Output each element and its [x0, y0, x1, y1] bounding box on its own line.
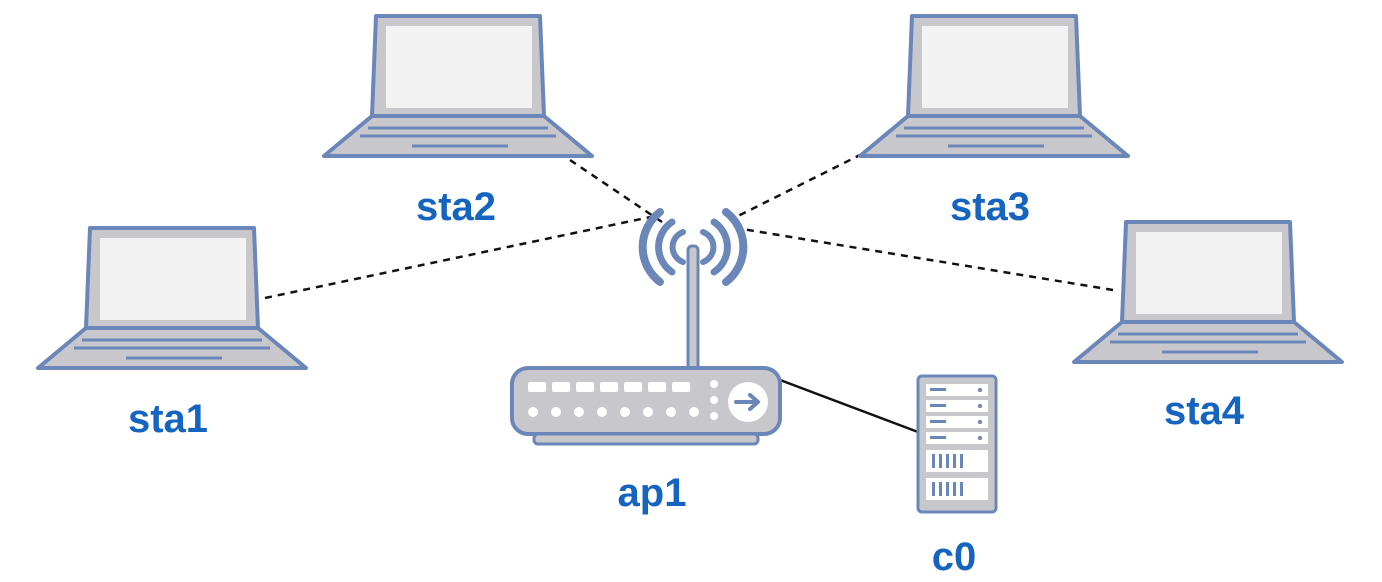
- sta4-laptop-icon[interactable]: [1072, 220, 1344, 364]
- sta3-laptop-icon[interactable]: [858, 14, 1130, 158]
- links: [264, 152, 1114, 434]
- link-sta2-ap1: [569, 158, 663, 224]
- sta4-label: sta4: [1164, 389, 1245, 433]
- link-ap1-c0: [779, 378, 919, 434]
- sta2-label: sta2: [416, 185, 496, 229]
- sta3-label: sta3: [950, 185, 1030, 229]
- sta1-label: sta1: [128, 397, 208, 441]
- c0-label: c0: [932, 535, 977, 579]
- link-sta3-ap1: [729, 152, 863, 222]
- link-sta1-ap1: [264, 213, 661, 300]
- sta2-laptop-icon[interactable]: [322, 14, 594, 158]
- link-sta4-ap1: [735, 226, 1114, 292]
- ap1-access-point-icon[interactable]: [510, 208, 782, 446]
- ap1-label: ap1: [618, 471, 687, 515]
- c0-server-icon[interactable]: [916, 374, 998, 514]
